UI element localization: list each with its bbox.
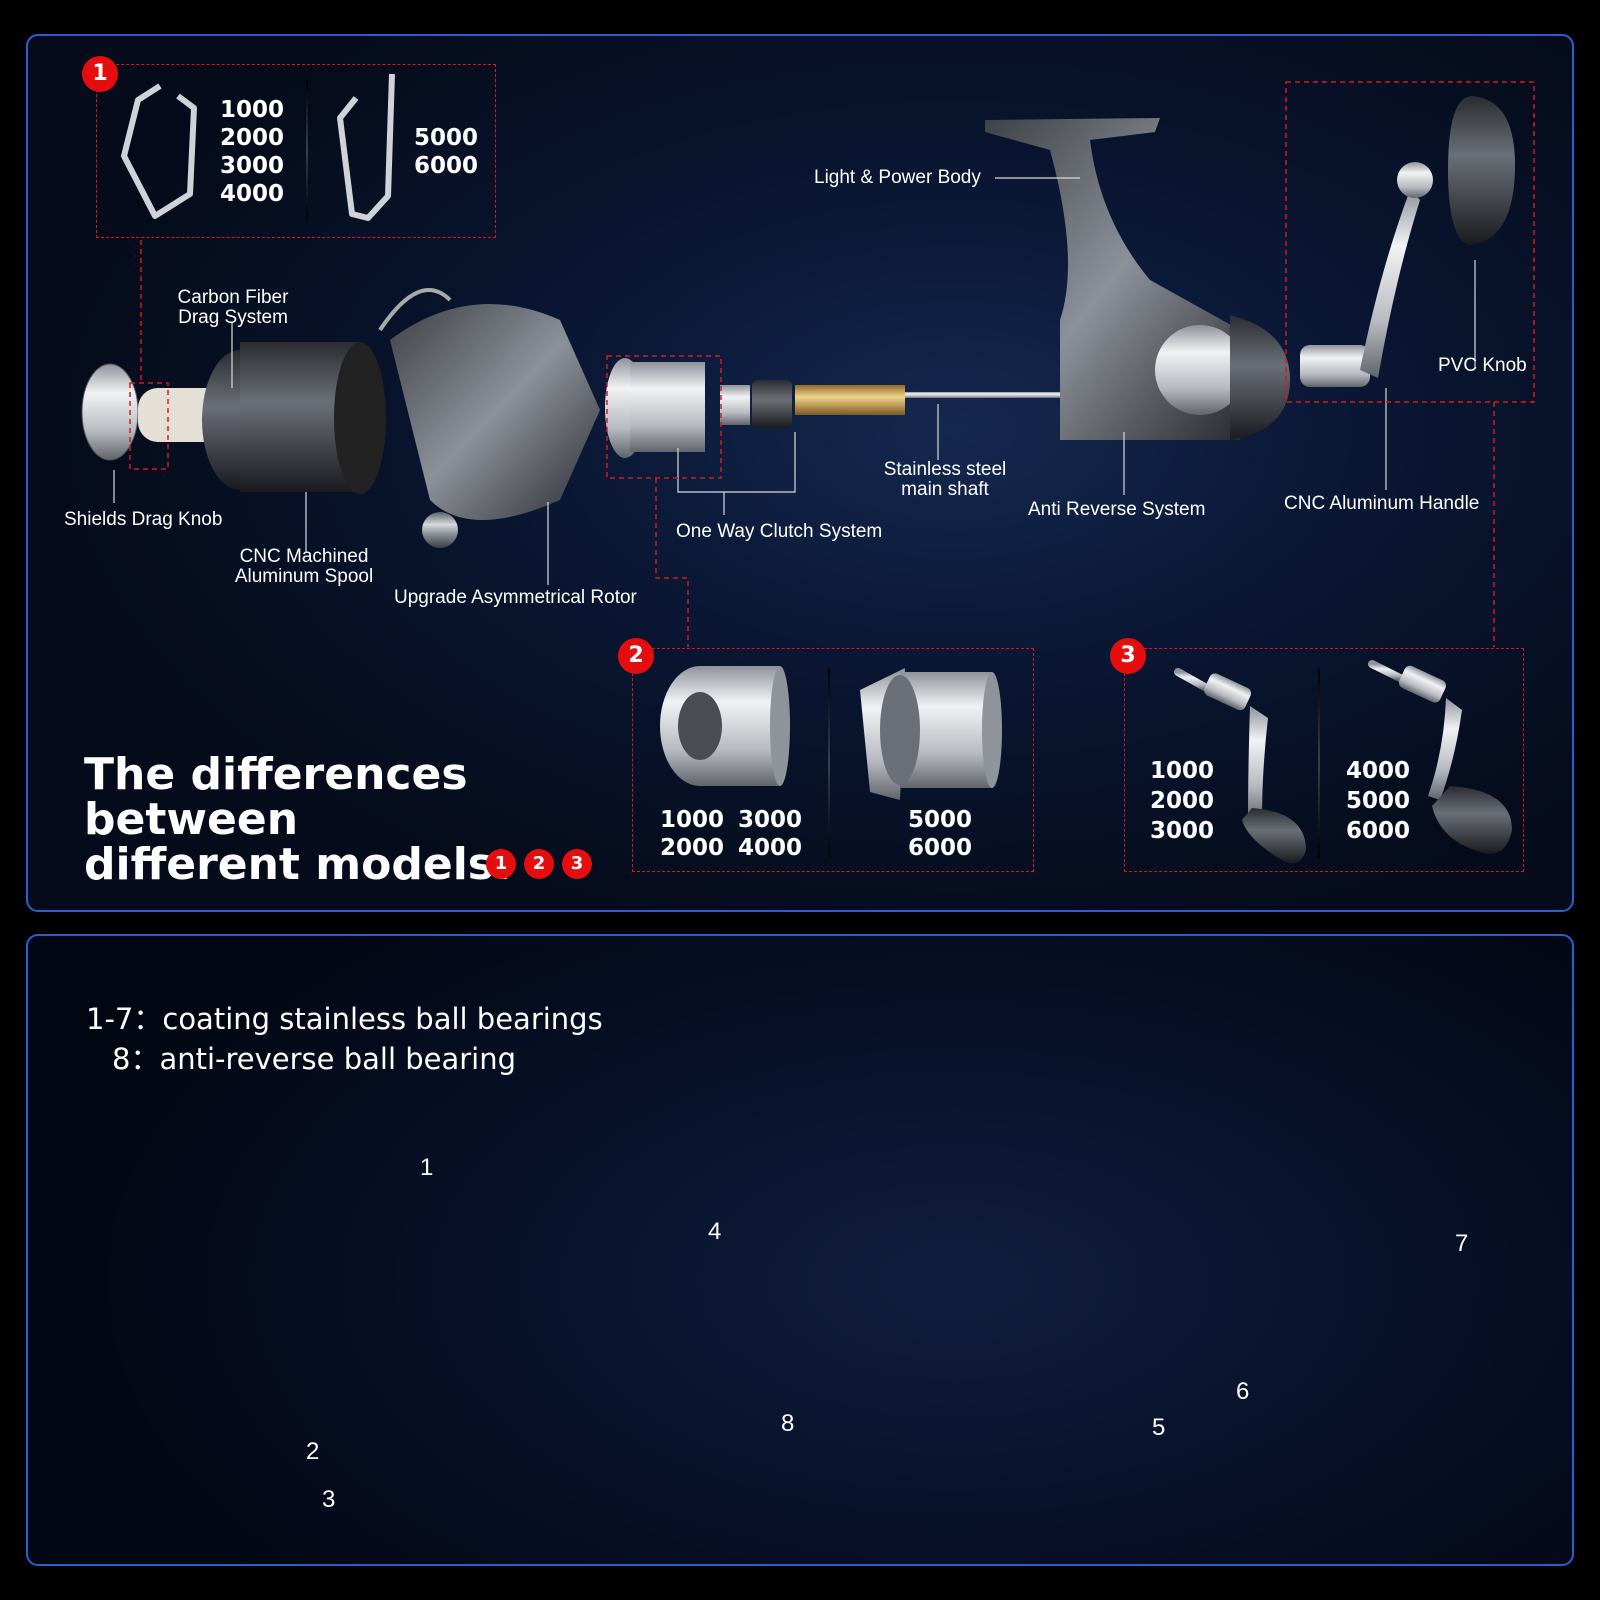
box3-right-models: 4000 5000 6000 xyxy=(1346,756,1410,846)
heading-line: between xyxy=(84,794,299,845)
bearings-panel xyxy=(26,934,1574,1566)
model-box-2 xyxy=(632,648,1034,872)
label-pvc-knob: PVC Knob xyxy=(1438,355,1527,376)
label-one-way-clutch: One Way Clutch System xyxy=(676,521,883,542)
model-number: 5000 xyxy=(1346,788,1411,814)
heading-badge-3: 3 xyxy=(562,849,592,879)
model-number: 3000 xyxy=(220,153,285,179)
model-number: 2000 xyxy=(660,835,725,861)
red-connectors xyxy=(129,81,1535,647)
top-reel-exploded xyxy=(81,96,1515,548)
clutch-large-variant xyxy=(860,668,1002,800)
bearing-number-7: 7 xyxy=(1455,1230,1469,1257)
separator xyxy=(828,668,830,858)
label-cnc-spool: CNC Machined Aluminum Spool xyxy=(234,546,374,587)
box2-models-a: 1000 2000 xyxy=(660,806,724,862)
model-number: 1000 xyxy=(660,807,725,833)
handle-large-variant xyxy=(1368,660,1512,854)
legend-prefix: 1-7： xyxy=(86,1002,163,1036)
rotor xyxy=(390,304,600,520)
model-number: 1000 xyxy=(220,97,285,123)
callout-lines xyxy=(113,177,1476,585)
legend-text: coating stainless ball bearings xyxy=(162,1002,603,1036)
pinion-gear xyxy=(795,385,905,415)
legend-text: anti-reverse ball bearing xyxy=(159,1042,517,1076)
model-box-3 xyxy=(1124,648,1524,872)
bearing-number-4: 4 xyxy=(708,1218,722,1245)
box2-right-models: 5000 6000 xyxy=(908,806,972,862)
label-shields-drag-knob: Shields Drag Knob xyxy=(64,509,223,530)
bearing-number-1: 1 xyxy=(420,1154,434,1181)
separator xyxy=(1318,668,1320,858)
model-number: 1000 xyxy=(1150,758,1215,784)
box1-left-models: 1000 2000 3000 4000 xyxy=(220,96,284,208)
model-number: 2000 xyxy=(1150,788,1215,814)
model-number: 5000 xyxy=(414,125,479,151)
bearing-number-2: 2 xyxy=(306,1438,320,1465)
handle-knob xyxy=(1448,96,1515,245)
bearing-number-5: 5 xyxy=(1152,1414,1166,1441)
badge-1: 1 xyxy=(82,56,118,92)
bearing-legend-line-2: 8：anti-reverse ball bearing xyxy=(112,1036,516,1078)
label-cnc-handle: CNC Aluminum Handle xyxy=(1284,493,1480,514)
one-way-clutch xyxy=(630,362,705,452)
badge-2: 2 xyxy=(618,638,654,674)
label-light-power-body: Light & Power Body xyxy=(814,167,981,188)
badge-3: 3 xyxy=(1110,638,1146,674)
separator xyxy=(306,80,308,220)
heading-line: different models: xyxy=(84,842,512,887)
legend-prefix: 8： xyxy=(112,1042,160,1076)
bail-wire-small xyxy=(121,83,197,219)
heading-badge-1: 1 xyxy=(486,849,516,879)
label-anti-reverse: Anti Reverse System xyxy=(1028,499,1206,520)
box3-left-models: 1000 2000 3000 xyxy=(1150,756,1214,846)
model-number: 4000 xyxy=(220,181,285,207)
label-rotor: Upgrade Asymmetrical Rotor xyxy=(394,587,637,608)
bearing-number-8: 8 xyxy=(781,1410,795,1437)
model-number: 6000 xyxy=(908,835,973,861)
model-number: 2000 xyxy=(220,125,285,151)
heading-line: The differences xyxy=(84,749,468,800)
model-number: 6000 xyxy=(414,153,479,179)
handle-small-variant xyxy=(1174,668,1306,864)
box1-right-models: 5000 6000 xyxy=(414,124,478,180)
heading-badge-2: 2 xyxy=(524,849,554,879)
main-shaft xyxy=(900,392,1160,398)
label-main-shaft: Stainless steel main shaft xyxy=(883,459,1007,500)
bearing-number-6: 6 xyxy=(1236,1378,1250,1405)
bearing-number-3: 3 xyxy=(322,1486,336,1513)
model-box-1 xyxy=(96,64,496,238)
differences-heading: The differences between different models… xyxy=(84,752,512,887)
model-number: 5000 xyxy=(908,807,973,833)
handle-shaft xyxy=(1300,345,1370,387)
model-number: 6000 xyxy=(1346,818,1411,844)
model-number: 4000 xyxy=(738,835,803,861)
bail-wire-large xyxy=(337,73,395,221)
model-number: 3000 xyxy=(738,807,803,833)
handle-arm xyxy=(1360,190,1420,378)
label-carbon-fiber-drag: Carbon Fiber Drag System xyxy=(177,287,289,328)
clutch-small-variant xyxy=(660,666,790,786)
bearing-legend-line-1: 1-7：coating stainless ball bearings xyxy=(86,996,603,1038)
model-number: 4000 xyxy=(1346,758,1411,784)
box2-models-b: 3000 4000 xyxy=(738,806,802,862)
model-number: 3000 xyxy=(1150,818,1215,844)
